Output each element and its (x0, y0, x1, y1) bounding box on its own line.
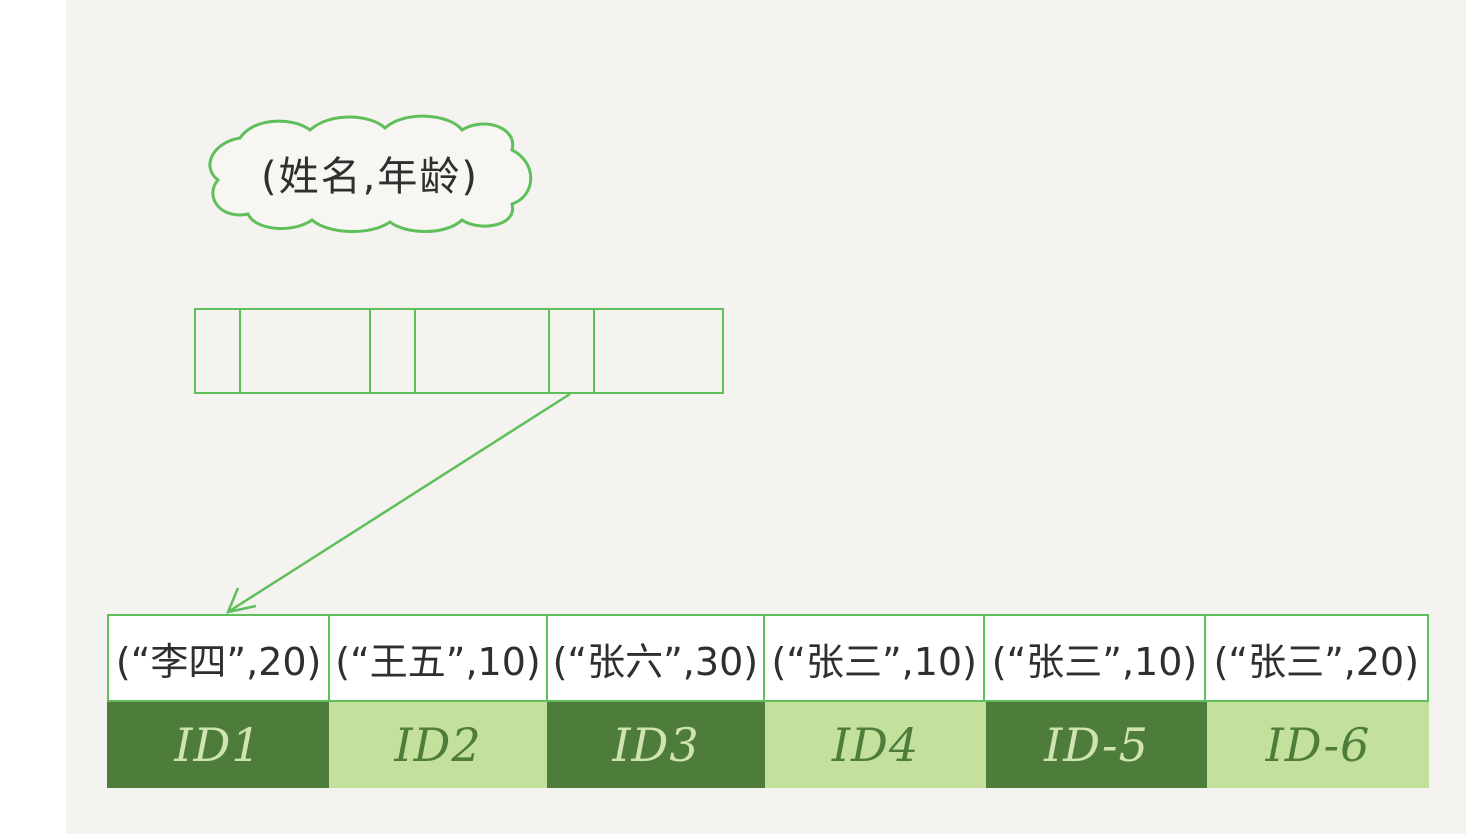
index-key-slot (416, 310, 550, 392)
leaf-id-row: ID1 ID2 ID3 ID4 ID-5 ID-6 (107, 702, 1429, 788)
leaf-key-cell: (“张三”,10) (765, 616, 986, 700)
leaf-id-cell: ID2 (329, 702, 547, 788)
leaf-page: (“李四”,20) (“王五”,10) (“张六”,30) (“张三”,10) … (107, 614, 1429, 788)
index-node (194, 308, 724, 394)
leaf-id-cell: ID1 (107, 702, 329, 788)
leaf-key-cell: (“王五”,10) (330, 616, 548, 700)
leaf-id-cell: ID-5 (986, 702, 1207, 788)
leaf-key-cell: (“张三”,10) (985, 616, 1206, 700)
index-pointer-slot (371, 310, 416, 392)
cloud-shape (208, 114, 533, 233)
leaf-id-cell: ID-6 (1207, 702, 1429, 788)
index-pointer-slot (196, 310, 241, 392)
leaf-id-cell: ID4 (765, 702, 986, 788)
index-pointer-slot (550, 310, 595, 392)
leaf-id-cell: ID3 (547, 702, 765, 788)
leaf-key-cell: (“张三”,20) (1213, 639, 1420, 684)
index-key-slot (241, 310, 371, 392)
index-fields-label: (姓名,年龄) (261, 154, 479, 200)
leaf-key-row: (“李四”,20) (“王五”,10) (“张六”,30) (“张三”,10) … (107, 614, 1429, 702)
leaf-key-cell: (“张六”,30) (548, 616, 766, 700)
index-key-slot (595, 310, 722, 392)
leaf-key-cell: (“李四”,20) (109, 616, 331, 700)
